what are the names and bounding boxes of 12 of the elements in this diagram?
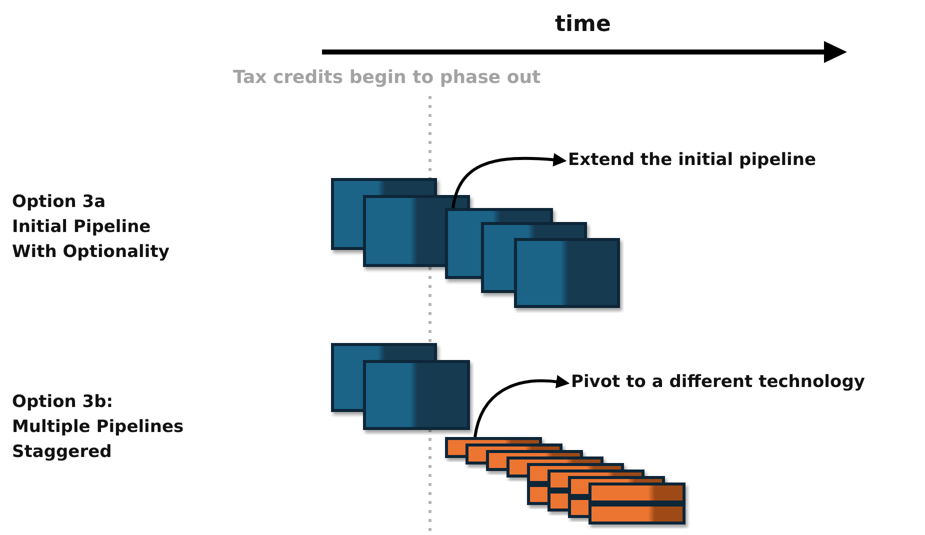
axis-title: time (555, 12, 611, 37)
option-label: With Optionality (12, 242, 170, 262)
option-label: Option 3a (12, 192, 106, 212)
curved-arrow (474, 375, 570, 438)
callout-text: Pivot to a different technology (571, 372, 865, 392)
curved-arrow (452, 153, 567, 208)
option-label: Option 3b: (12, 392, 114, 412)
option-label: Multiple Pipelines (12, 417, 184, 437)
callout-text: Extend the initial pipeline (568, 150, 816, 170)
option-label: Initial Pipeline (12, 217, 151, 237)
option-label: Staggered (12, 442, 112, 462)
phase-out-label: Tax credits begin to phase out (233, 67, 541, 88)
